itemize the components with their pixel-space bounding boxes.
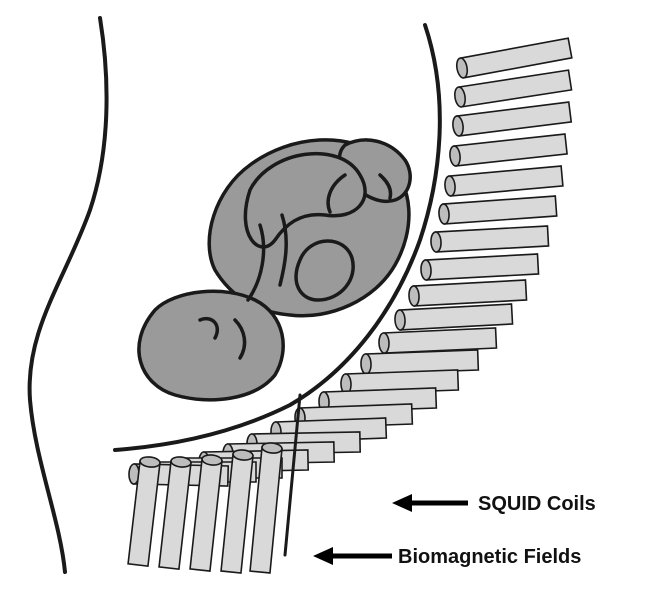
squid-coil xyxy=(444,166,563,196)
squid-coil xyxy=(379,328,497,353)
fetus-head xyxy=(139,291,283,400)
annotations: SQUID Coils Biomagnetic Fields xyxy=(313,493,596,568)
squid-coil xyxy=(394,304,512,330)
squid-coil xyxy=(452,102,571,136)
squid-coils-label: SQUID Coils xyxy=(478,493,596,515)
squid-coil xyxy=(449,134,567,166)
divider-line xyxy=(285,395,300,555)
squid-coils-arrow xyxy=(392,494,468,512)
squid-coil xyxy=(438,196,556,224)
squid-coil xyxy=(430,226,548,252)
squid-coil xyxy=(361,350,479,374)
squid-coil xyxy=(420,254,538,280)
biomagnetic-fields-arrow xyxy=(313,547,392,565)
biomagnetic-fields-label: Biomagnetic Fields xyxy=(398,546,581,568)
back-outline xyxy=(30,18,107,572)
squid-coil xyxy=(408,280,526,306)
